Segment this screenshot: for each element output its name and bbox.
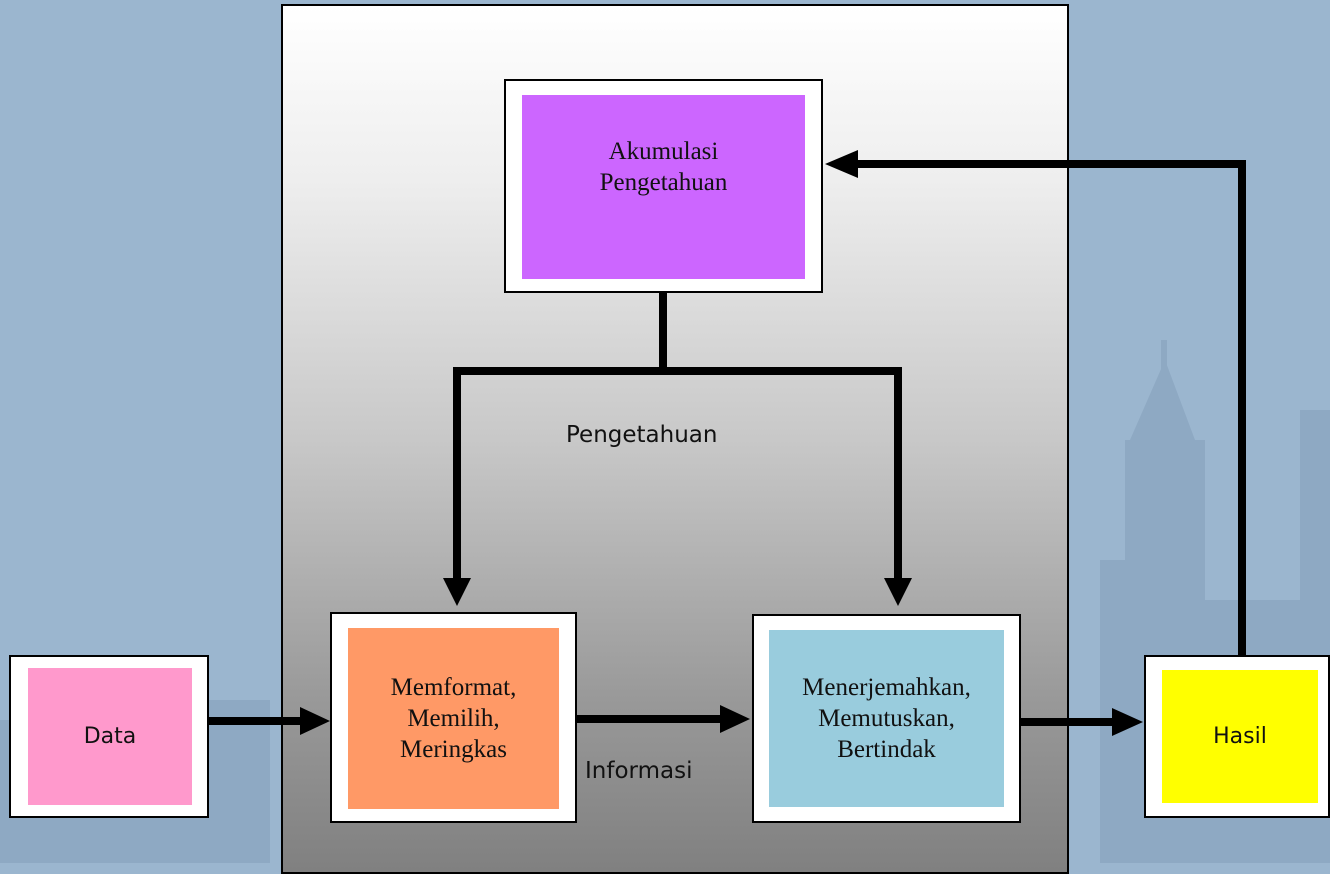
memformat-line-3: Meringkas	[400, 736, 507, 763]
akumulasi-fill: Akumulasi Pengetahuan	[522, 95, 805, 279]
memformat-fill: Memformat, Memilih, Meringkas	[348, 628, 559, 809]
akumulasi-node: Akumulasi Pengetahuan	[504, 79, 823, 293]
data-node: Data	[9, 655, 209, 818]
memformat-line-1: Memformat,	[390, 674, 517, 701]
menerjemahkan-line-2: Memutuskan,	[818, 705, 955, 732]
data-fill: Data	[28, 668, 192, 805]
informasi-label: Informasi	[585, 758, 693, 784]
hasil-fill: Hasil	[1162, 670, 1318, 803]
menerjemahkan-node: Menerjemahkan, Memutuskan, Bertindak	[752, 614, 1021, 823]
memformat-node: Memformat, Memilih, Meringkas	[330, 612, 577, 823]
pengetahuan-label: Pengetahuan	[566, 422, 718, 448]
menerjemahkan-line-3: Bertindak	[837, 736, 936, 763]
hasil-label: Hasil	[1213, 724, 1267, 749]
hasil-node: Hasil	[1144, 655, 1330, 818]
menerjemahkan-fill: Menerjemahkan, Memutuskan, Bertindak	[769, 630, 1004, 807]
akumulasi-line-1: Akumulasi	[608, 138, 719, 165]
data-label: Data	[83, 724, 137, 749]
akumulasi-line-2: Pengetahuan	[599, 169, 728, 196]
menerjemahkan-line-1: Menerjemahkan,	[802, 674, 971, 701]
memformat-line-2: Memilih,	[407, 705, 500, 732]
